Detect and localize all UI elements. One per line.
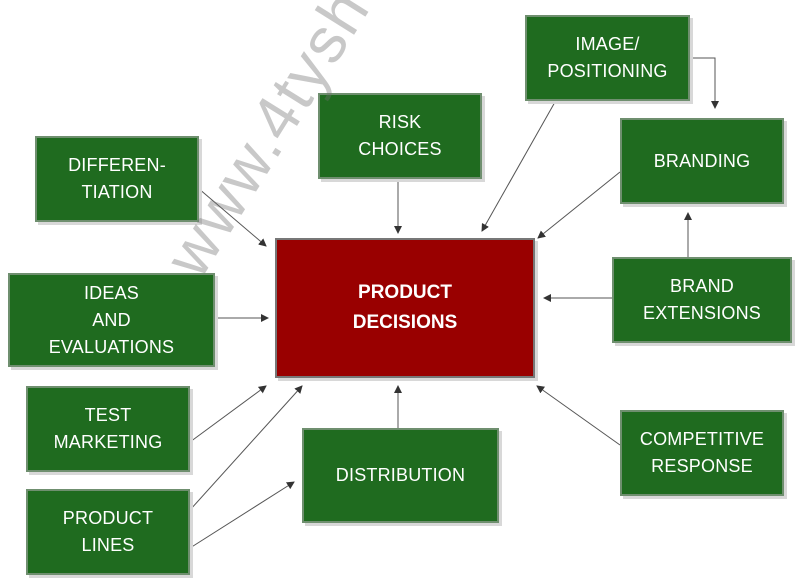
node-branding: BRANDING [620,118,784,204]
arrow-competitive-response [536,385,621,446]
node-brand-extensions: BRAND EXTENSIONS [612,257,792,343]
node-competitive-response: COMPETITIVE RESPONSE [620,410,784,496]
node-image-positioning: IMAGE/ POSITIONING [525,15,690,101]
arrow-image-to-branding [690,57,719,109]
node-differentiation: DIFFEREN- TIATION [35,136,199,222]
arrow-product-lines-center [189,385,303,511]
arrow-product-lines-distribution [189,481,295,549]
node-product-decisions: PRODUCT DECISIONS [275,238,535,378]
node-test-marketing: TEST MARKETING [26,386,190,472]
arrow-branding [537,171,621,239]
node-distribution: DISTRIBUTION [302,428,499,523]
arrow-test-marketing [189,385,267,443]
node-product-lines: PRODUCT LINES [26,489,190,575]
arrow-differentiation [197,187,267,247]
arrow-image-positioning [481,101,556,232]
node-risk-choices: RISK CHOICES [318,93,482,179]
node-ideas-evaluations: IDEAS AND EVALUATIONS [8,273,215,367]
